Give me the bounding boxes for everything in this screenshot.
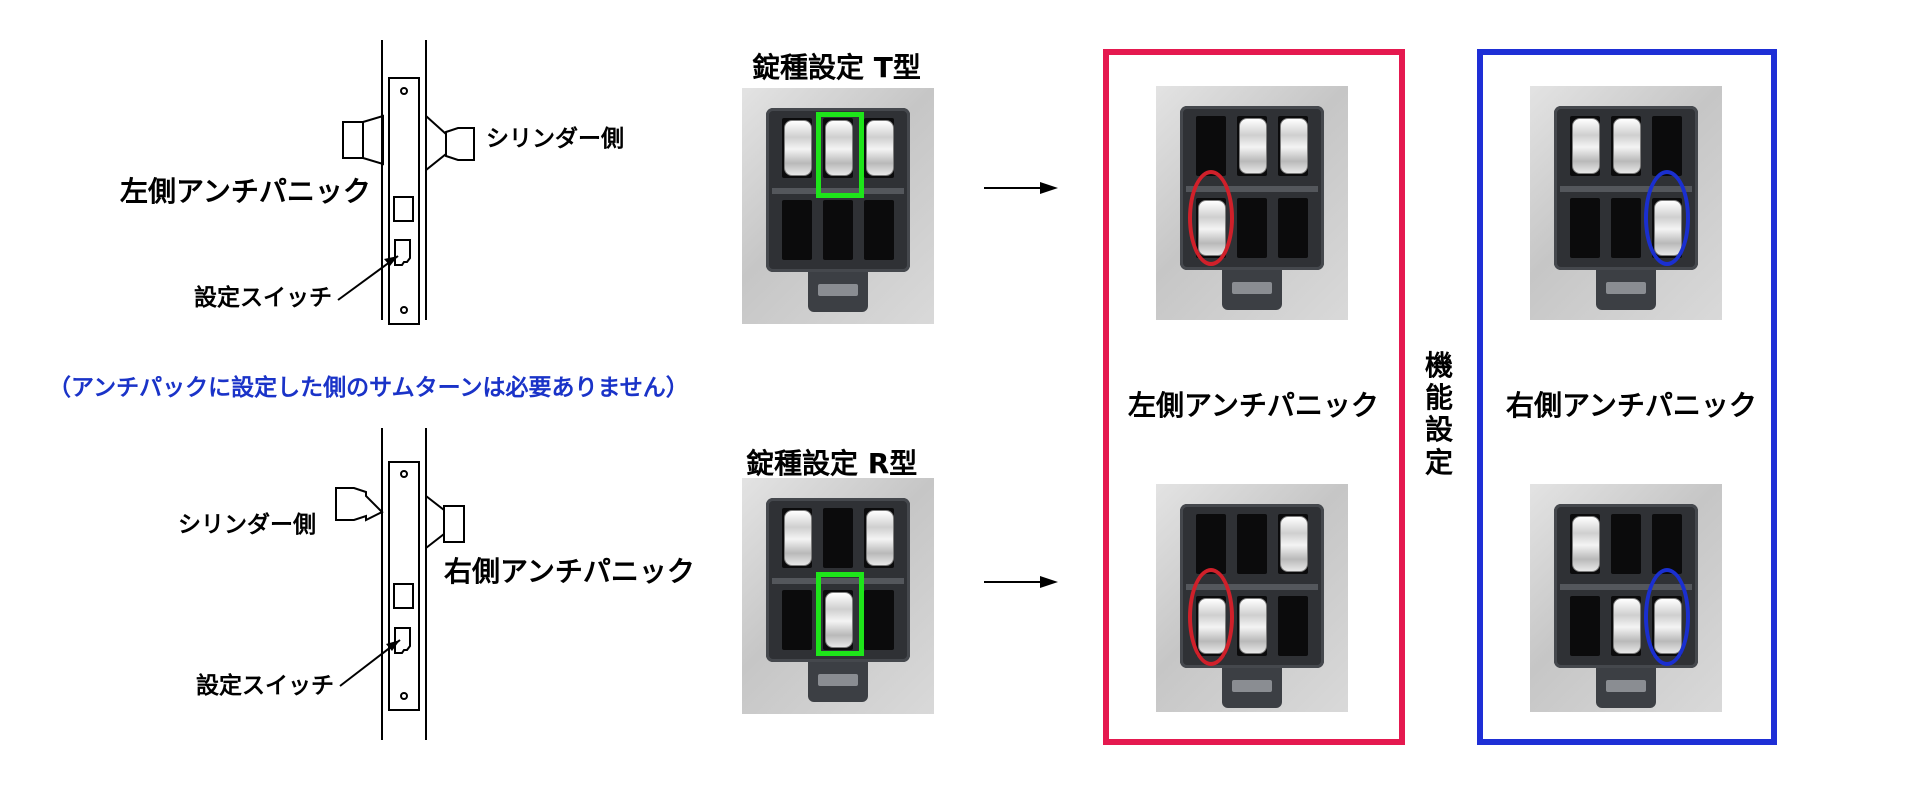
switch-knob (784, 510, 812, 566)
switch-knob (784, 120, 812, 176)
r-type-label: 錠種設定 R型 (746, 447, 918, 480)
switch-knob (1239, 118, 1267, 174)
right-anti-panic-panel (1477, 49, 1777, 745)
left-panel-label: 左側アンチパニック (1128, 389, 1379, 422)
switch-knob (825, 120, 853, 176)
blue-highlight-oval (1644, 568, 1690, 666)
right-panel-label: 右側アンチパニック (1506, 389, 1757, 422)
switch-knob (1613, 118, 1641, 174)
left-panel-t-photo (1156, 86, 1348, 320)
bottom-switch-arrowhead (386, 640, 400, 651)
blue-highlight-oval (1644, 170, 1690, 266)
bottom-right-anti-panic-label: 右側アンチパニック (444, 555, 695, 588)
switch-knob (1572, 118, 1600, 174)
right-panel-t-photo (1530, 86, 1722, 320)
left-anti-panic-panel (1103, 49, 1405, 745)
switch-knob (825, 592, 853, 648)
process-arrows (984, 182, 1058, 588)
top-switch-arrowhead (384, 256, 398, 266)
right-panel-r-photo (1530, 484, 1722, 712)
switch-knob (1613, 598, 1641, 654)
bottom-setting-switch-label: 設定スイッチ (196, 673, 334, 699)
green-highlight-box (816, 572, 864, 656)
top-setting-switch-label: 設定スイッチ (194, 285, 332, 311)
r-type-switch-photo (742, 478, 934, 714)
top-lock-diagram (337, 40, 475, 325)
green-highlight-box (816, 112, 864, 198)
top-cylinder-side-label: シリンダー側 (486, 126, 624, 152)
top-left-anti-panic-label: 左側アンチパニック (120, 175, 371, 208)
switch-knob (866, 120, 894, 176)
switch-knob (1280, 516, 1308, 572)
switch-knob (866, 510, 894, 566)
switch-knob (1239, 598, 1267, 654)
t-type-switch-photo (742, 88, 934, 324)
t-type-label: 錠種設定 T型 (752, 51, 921, 84)
bottom-lock-diagram (335, 428, 465, 740)
bottom-cylinder-side-label: シリンダー側 (178, 512, 316, 538)
red-highlight-oval (1188, 170, 1234, 266)
switch-knob (1572, 516, 1600, 572)
red-highlight-oval (1188, 568, 1234, 666)
function-setting-label: 機 能 設 定 (1424, 349, 1453, 479)
switch-knob (1280, 118, 1308, 174)
thumb-turn-note: （アンチパックに設定した側のサムターンは必要ありません） (48, 375, 689, 401)
left-panel-r-photo (1156, 484, 1348, 712)
